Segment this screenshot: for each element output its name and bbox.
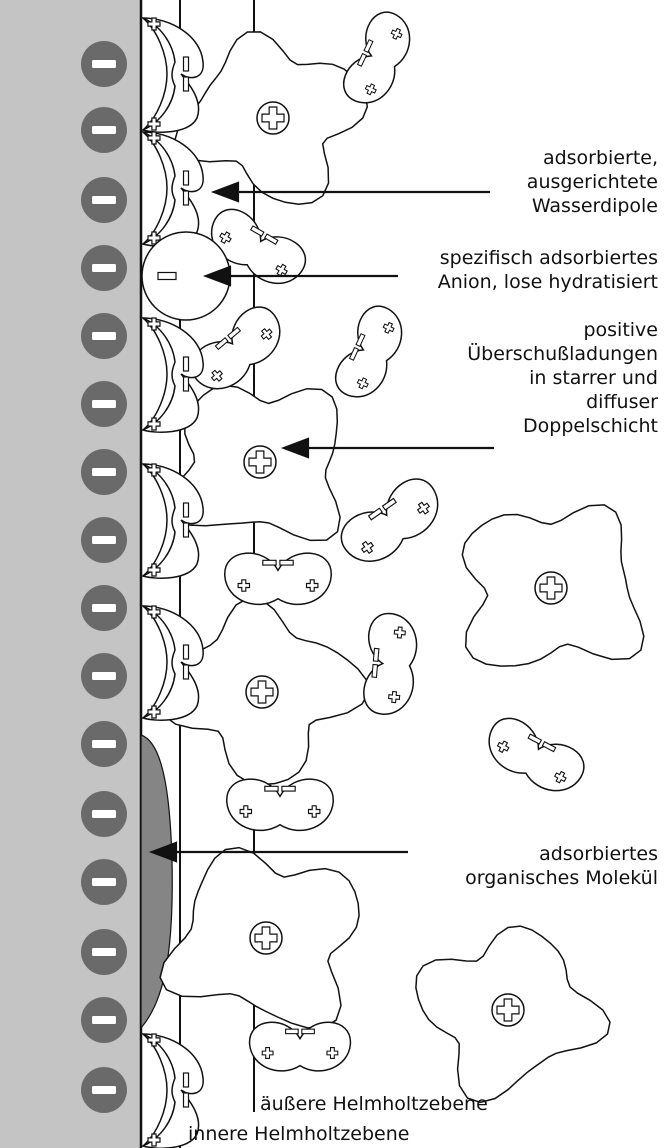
water-dipole	[250, 1022, 351, 1071]
minus-circle-icon	[81, 313, 127, 359]
water-dipole	[337, 6, 419, 112]
dash-icon	[158, 273, 176, 280]
minus-circle-icon	[81, 449, 127, 495]
plus-circle-icon	[244, 446, 276, 478]
water-dipole	[333, 471, 450, 574]
plus-circle-icon	[246, 676, 278, 708]
adsorbed-water-dipole	[143, 318, 203, 432]
minus-circle-icon	[81, 41, 127, 87]
dash-icon	[184, 171, 189, 185]
label-outer-helmholtz-plane: äußere Helmholtzebene	[260, 1092, 488, 1116]
dash-icon	[302, 1029, 315, 1034]
dash-icon	[372, 664, 378, 677]
dash-icon	[286, 1029, 299, 1034]
plus-circle-icon	[492, 994, 524, 1026]
minus-circle-icon	[81, 1067, 127, 1113]
minus-circle-icon	[81, 107, 127, 153]
water-dipole	[479, 711, 591, 801]
dash-icon	[265, 786, 278, 791]
minus-circle-icon	[81, 721, 127, 767]
dash-icon	[184, 523, 189, 537]
minus-circle-icon	[81, 381, 127, 427]
minus-circle-icon	[81, 929, 127, 975]
minus-circle-icon	[81, 791, 127, 837]
minus-circle-icon	[81, 997, 127, 1043]
plus-circle-icon	[257, 102, 289, 134]
dash-icon	[184, 665, 189, 679]
label-positive-charges: positive Überschußladungen in starrer un…	[467, 318, 658, 438]
dash-icon	[184, 77, 189, 91]
water-dipole	[227, 779, 334, 830]
arrow-dipoles	[214, 183, 238, 201]
minus-circle-icon	[81, 859, 127, 905]
minus-circle-icon	[81, 177, 127, 223]
dash-icon	[263, 560, 276, 565]
minus-circle-icon	[81, 245, 127, 291]
plus-circle-icon	[535, 572, 567, 604]
electrode	[0, 0, 141, 1148]
label-anion: spezifisch adsorbiertes Anion, lose hydr…	[438, 246, 658, 294]
water-dipole	[329, 300, 411, 406]
dash-icon	[373, 648, 379, 661]
dash-icon	[184, 357, 189, 371]
minus-circle-icon	[81, 585, 127, 631]
label-water-dipoles: adsorbierte, ausgerichtete Wasserdipole	[527, 146, 658, 218]
label-inner-helmholtz-plane: innere Helmholtzebene	[188, 1122, 409, 1146]
minus-circle-icon	[81, 517, 127, 563]
dash-icon	[282, 786, 295, 791]
dash-icon	[184, 377, 189, 391]
adsorbed-water-dipole	[143, 18, 203, 132]
dash-icon	[184, 503, 189, 517]
dash-icon	[184, 191, 189, 205]
water-dipole	[362, 612, 419, 717]
dash-icon	[184, 1093, 189, 1107]
dash-icon	[280, 560, 293, 565]
water-dipole	[225, 553, 332, 604]
dash-icon	[184, 1073, 189, 1087]
plus-circle-icon	[250, 922, 282, 954]
dash-icon	[184, 57, 189, 71]
adsorbed-water-dipole	[143, 606, 203, 720]
label-organic-molecule: adsorbiertes organisches Molekül	[465, 842, 658, 890]
dash-icon	[184, 645, 189, 659]
minus-circle-icon	[81, 653, 127, 699]
